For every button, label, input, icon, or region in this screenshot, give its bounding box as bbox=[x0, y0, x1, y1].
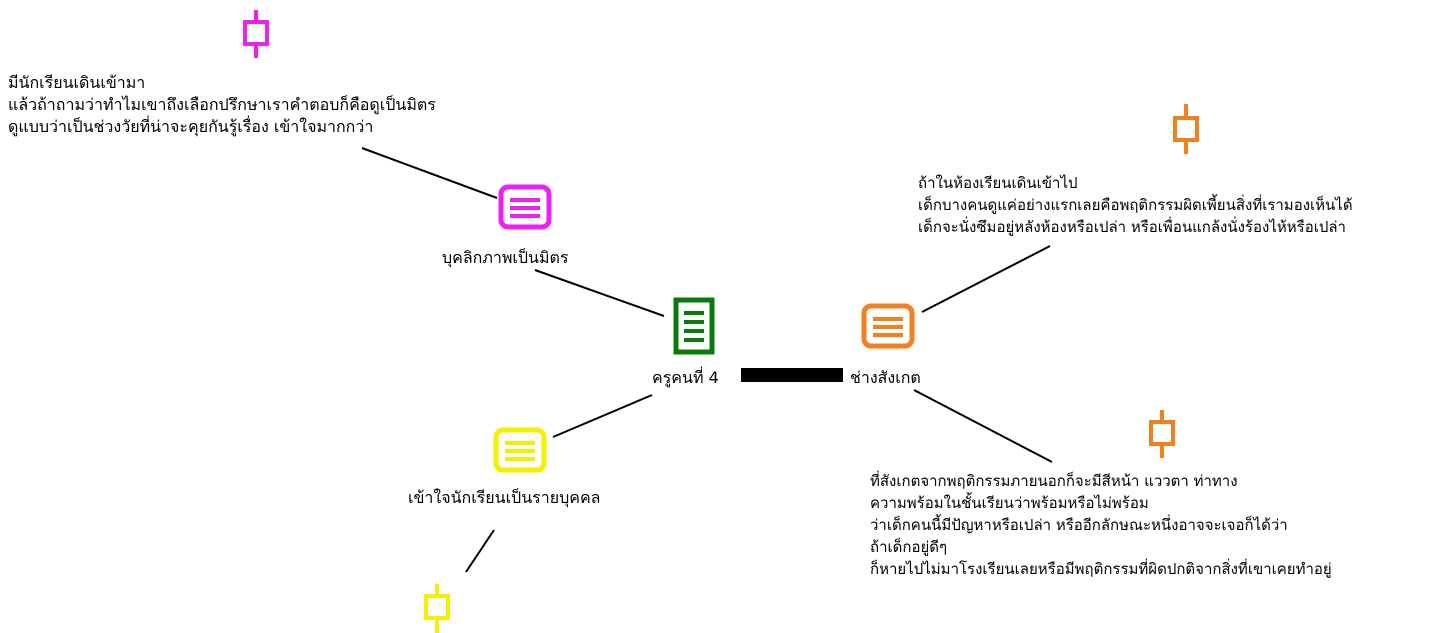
branch-label-observant: ช่างสังเกต bbox=[850, 368, 921, 387]
connector-note-to-friendly bbox=[361, 147, 498, 199]
document-list-icon bbox=[673, 297, 715, 355]
list-icon bbox=[498, 184, 552, 230]
connector-friendly-to-central bbox=[534, 269, 665, 317]
note-line: ก็หายไปไม่มาโรงเรียนเลยหรือมีพฤติกรรมที่… bbox=[870, 560, 1332, 578]
note-observant-2: ที่สังเกตจากพฤติกรรมภายนอกก็จะมีสีหน้า แ… bbox=[870, 470, 1332, 580]
connector-observant-to-note bbox=[921, 245, 1051, 313]
connector-observant-to-note2 bbox=[913, 389, 1053, 463]
note-line: ถ้าในห้องเรียนเดินเข้าไป bbox=[918, 174, 1078, 192]
connector-individual-to-pin bbox=[465, 529, 495, 573]
note-line: ความพร้อมในชั้นเรียนว่าพร้อมหรือไม่พร้อม bbox=[870, 494, 1149, 512]
note-line: เด็กบางคนดูแค่อย่างแรกเลยคือพฤติกรรมผิดเ… bbox=[918, 196, 1353, 214]
note-line: ถ้าเด็กอยู่ดีๆ bbox=[870, 538, 948, 556]
central-connector-bar bbox=[741, 368, 843, 382]
note-line: เด็กจะนั่งซึมอยู่หลังห้องหรือเปล่า หรือเ… bbox=[918, 218, 1346, 236]
note-pin-icon bbox=[424, 584, 450, 633]
note-friendly: มีนักเรียนเดินเข้ามา แล้วถ้าถามว่าทำไมเข… bbox=[8, 72, 436, 138]
note-line: มีนักเรียนเดินเข้ามา bbox=[8, 73, 146, 92]
connector-central-to-individual bbox=[552, 394, 653, 438]
note-line: แล้วถ้าถามว่าทำไมเขาถึงเลือกปรึกษาเราคำต… bbox=[8, 95, 436, 114]
note-line: ดูแบบว่าเป็นช่วงวัยที่น่าจะคุยกันรู้เรื่… bbox=[8, 117, 374, 136]
note-line: ว่าเด็กคนนี้มีปัญหาหรือเปล่า หรืออีกลักษ… bbox=[870, 516, 1288, 534]
note-pin-icon bbox=[1149, 410, 1175, 458]
list-icon bbox=[861, 303, 915, 349]
central-label: ครูคนที่ 4 bbox=[652, 368, 719, 387]
branch-label-individual: เข้าใจนักเรียนเป็นรายบุคคล bbox=[408, 488, 601, 507]
note-pin-icon bbox=[243, 10, 269, 58]
note-observant: ถ้าในห้องเรียนเดินเข้าไป เด็กบางคนดูแค่อ… bbox=[918, 172, 1353, 238]
note-line: ที่สังเกตจากพฤติกรรมภายนอกก็จะมีสีหน้า แ… bbox=[870, 472, 1238, 490]
branch-label-friendly: บุคลิกภาพเป็นมิตร bbox=[442, 248, 569, 267]
note-pin-icon bbox=[1173, 104, 1199, 154]
list-icon bbox=[493, 427, 547, 473]
